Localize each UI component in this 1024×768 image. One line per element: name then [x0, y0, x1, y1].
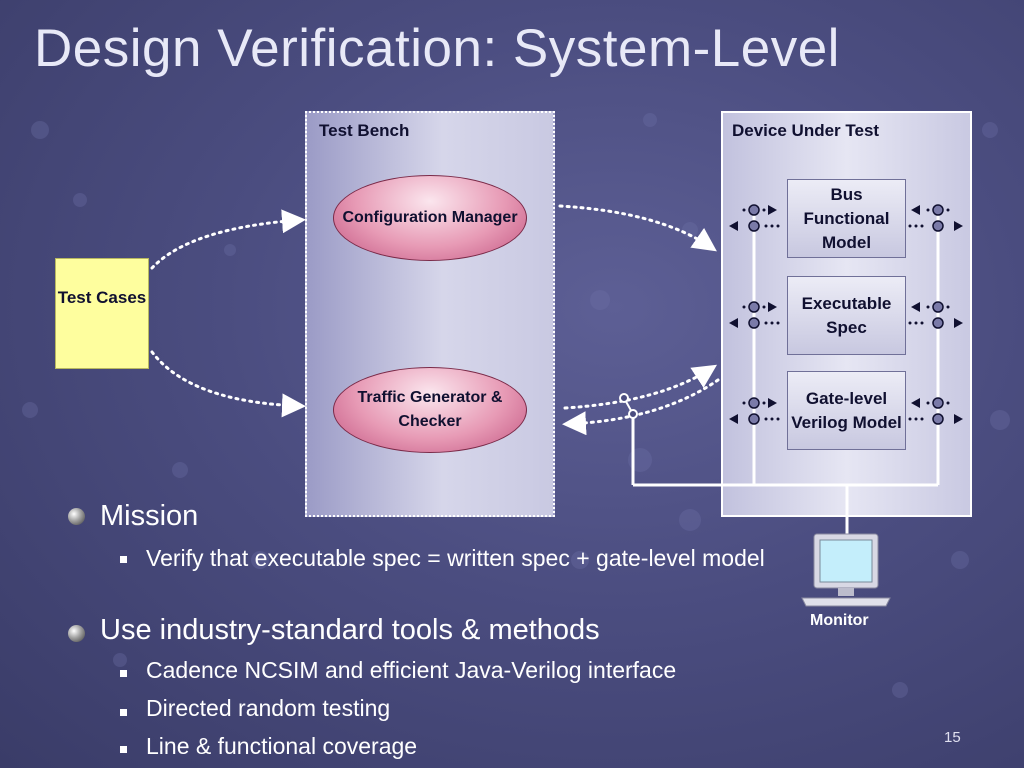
- monitor-icon: [801, 533, 891, 607]
- page-number: 15: [944, 729, 961, 746]
- bullet-square-icon: [120, 670, 127, 677]
- port-connector-glyph: [908, 417, 912, 421]
- port-connector-glyph: [914, 224, 918, 228]
- traffic-generator-oval: Traffic Generator & Checker: [333, 367, 527, 453]
- port-connector-glyph: [954, 318, 963, 328]
- device-under-test-label: Device Under Test: [732, 121, 880, 140]
- port-connector-glyph: [911, 302, 920, 312]
- port-connector-glyph: [770, 417, 774, 421]
- executable-spec-box: Executable Spec: [787, 276, 906, 355]
- port-connector-glyph: [776, 224, 780, 228]
- port-connector-glyph: [914, 417, 918, 421]
- port-connector-glyph: [932, 317, 944, 329]
- port-connector-glyph: [932, 301, 944, 313]
- port-connector-glyph: [908, 321, 912, 325]
- port-connector-glyph: [770, 321, 774, 325]
- port-connector-glyph: [764, 224, 768, 228]
- bullet-verify-spec: Verify that executable spec = written sp…: [146, 545, 765, 571]
- port-connector-glyph: [748, 204, 760, 216]
- bullet-industry-tools: Use industry-standard tools & methods: [100, 614, 600, 646]
- port-connector-glyph: [742, 401, 746, 405]
- port-connector-glyph: [908, 224, 912, 228]
- port-connector-glyph: [932, 204, 944, 216]
- bus-functional-model-box: Bus Functional Model: [787, 179, 906, 258]
- port-connector-glyph: [926, 401, 930, 405]
- port-connector-glyph: [920, 321, 924, 325]
- port-connector-glyph: [768, 398, 777, 408]
- port-connector-glyph: [748, 301, 760, 313]
- port-connector-glyph: [768, 205, 777, 215]
- port-connector-glyph: [926, 208, 930, 212]
- bullet-random-testing: Directed random testing: [146, 695, 391, 721]
- port-connector-glyph: [946, 208, 950, 212]
- bullet-square-icon: [120, 709, 127, 716]
- gate-level-verilog-box: Gate-level Verilog Model: [787, 371, 906, 450]
- bullet-sphere-icon: [68, 625, 85, 642]
- bullet-sphere-icon: [68, 508, 85, 525]
- port-connector-glyph: [764, 417, 768, 421]
- port-connector-glyph: [742, 305, 746, 309]
- port-connector-glyph: [748, 220, 760, 232]
- test-bench-label: Test Bench: [319, 121, 410, 140]
- port-connector-glyph: [914, 321, 918, 325]
- port-connector-glyph: [742, 208, 746, 212]
- configuration-manager-oval: Configuration Manager: [333, 175, 527, 261]
- slide-title: Design Verification: System-Level: [34, 19, 840, 78]
- port-connector-glyph: [920, 417, 924, 421]
- port-connector-glyph: [932, 413, 944, 425]
- port-connector-glyph: [770, 224, 774, 228]
- bullet-coverage: Line & functional coverage: [146, 733, 418, 759]
- port-connector-glyph: [729, 221, 738, 231]
- test-cases-note: Test Cases: [55, 258, 149, 369]
- port-connector-glyph: [946, 401, 950, 405]
- bullet-ncsim: Cadence NCSIM and efficient Java-Verilog…: [146, 657, 677, 683]
- port-connector-glyph: [911, 398, 920, 408]
- bullet-square-icon: [120, 556, 127, 563]
- port-connector-glyph: [768, 302, 777, 312]
- port-connector-glyph: [911, 205, 920, 215]
- monitor-label: Monitor: [810, 612, 869, 629]
- port-connector-glyph: [748, 317, 760, 329]
- port-connector-glyph: [729, 318, 738, 328]
- port-connector-glyph: [762, 208, 766, 212]
- port-connector-glyph: [729, 414, 738, 424]
- port-connector-glyph: [920, 224, 924, 228]
- port-connector-glyph: [954, 414, 963, 424]
- port-connector-glyph: [932, 220, 944, 232]
- port-connector-glyph: [748, 397, 760, 409]
- port-connector-glyph: [946, 305, 950, 309]
- port-connector-glyph: [748, 413, 760, 425]
- bullet-mission: Mission: [100, 500, 199, 532]
- port-connector-glyph: [926, 305, 930, 309]
- port-connector-glyph: [932, 397, 944, 409]
- port-connector-glyph: [762, 305, 766, 309]
- bullet-square-icon: [120, 746, 127, 753]
- port-connector-glyph: [762, 401, 766, 405]
- port-connector-glyph: [764, 321, 768, 325]
- port-connector-glyph: [954, 221, 963, 231]
- port-connector-glyph: [776, 321, 780, 325]
- port-connector-glyph: [776, 417, 780, 421]
